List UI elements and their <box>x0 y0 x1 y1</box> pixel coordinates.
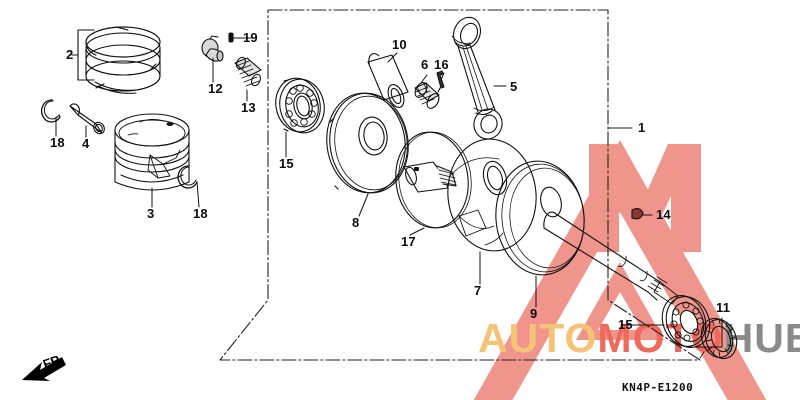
piston-pin-left-art <box>69 103 105 135</box>
callout-4: 4 <box>82 136 90 151</box>
callout-7: 7 <box>474 283 482 298</box>
leader-lines <box>55 52 723 348</box>
plug-bolt-art <box>201 35 224 62</box>
circlip-right-art <box>177 165 198 189</box>
callout-17: 17 <box>401 234 416 249</box>
callout-14: 14 <box>656 207 671 222</box>
lock-clip-art <box>436 70 445 93</box>
spring-pin-art <box>234 56 262 87</box>
needle-bearing-art <box>414 82 440 109</box>
callout-2: 2 <box>66 47 74 62</box>
crank-shaft-spline-art <box>395 131 472 229</box>
callout-10: 10 <box>392 37 407 52</box>
callout-5: 5 <box>510 79 518 94</box>
crank-web-right-art <box>495 160 679 305</box>
crank-web-left-art <box>447 138 537 252</box>
callout-8: 8 <box>352 215 360 230</box>
ball-bearing-left-art <box>275 77 325 134</box>
callout-15-right: 15 <box>618 317 633 332</box>
piston-ring-set-art <box>71 26 161 94</box>
callout-6: 6 <box>421 57 429 72</box>
callout-18-right: 18 <box>193 206 208 221</box>
dowel-pin-art <box>228 32 252 43</box>
callout-16: 16 <box>434 57 449 72</box>
part-number-caption: KN4P-E1200 <box>622 381 694 394</box>
front-direction-arrow <box>22 357 66 381</box>
callout-15-left: 15 <box>279 156 294 171</box>
callout-13: 13 <box>241 100 256 115</box>
callout-3: 3 <box>147 206 155 221</box>
woodruff-key-art <box>631 207 653 220</box>
thrust-washer-art <box>326 92 409 194</box>
connecting-rod-art <box>451 16 503 140</box>
callout-11: 11 <box>716 300 731 315</box>
callout-1: 1 <box>638 120 646 135</box>
ball-bearing-right-art <box>621 295 711 348</box>
callout-18-left: 18 <box>50 135 65 150</box>
callout-9: 9 <box>530 306 538 321</box>
callout-12: 12 <box>208 81 223 96</box>
callout-19: 19 <box>243 30 258 45</box>
assembly-frame <box>219 9 701 361</box>
piston-pin-upper-art <box>367 53 409 108</box>
drive-sprocket-art <box>699 317 738 360</box>
